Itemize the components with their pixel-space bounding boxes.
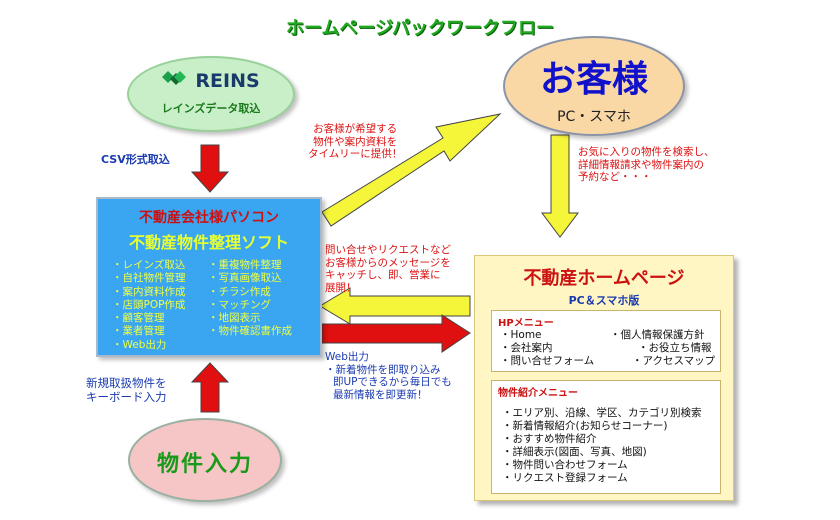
hp-menu-heading: HPメニュー [498,318,554,329]
reins-name: REINS [195,70,260,92]
annotation-line: 問い合せやリクエストなど [325,244,451,256]
annotation-line: 詳細情報請求や物件案内の [578,158,704,171]
feature-item: ・案内資料作成 [112,285,186,298]
homepage-title: 不動産ホームページ [523,268,685,289]
software-features-right: ・重複物件整理 ・写真画像取込 ・チラシ作成 ・マッチング ・地図表示 ・物件確… [208,259,292,339]
hp-menu-item: ・会社案内 [500,342,553,354]
annotation-line: 最新情報を即更新！ [333,388,428,401]
feature-item: ・重複物件整理 [208,259,282,271]
annotation-line: ・新着物件を即取り込み [325,363,441,376]
csv-import-label: CSV形式取込 [101,153,170,166]
provide-annotation: お客様が希望する 物件や案内資料を タイムリーに提供！ [308,123,402,161]
property-menu-item: ・エリア別、沿線、学区、カテゴリ別検索 [502,407,702,419]
customer-node: お客様 PC・スマホ [503,36,685,136]
software-node: 不動産会社様パソコン 不動産物件整理ソフト ・レインズ取込 ・自社物件管理 ・案… [96,197,322,357]
annotation-line: お気に入りの物件を検索し、 [578,146,715,158]
property-menu-item: ・詳細表示(図面、写真、地図) [502,446,647,458]
annotation-line: 物件や案内資料を [313,135,398,148]
property-menu-box: 物件紹介メニュー ・エリア別、沿線、学区、カテゴリ別検索 ・新着情報紹介(お知ら… [491,380,721,494]
reins-node: REINS レインズデータ取込 [127,56,295,132]
arrow-software-to-homepage [321,314,471,353]
property-menu-item: ・リクエスト登録フォーム [502,472,628,484]
software-features-left: ・レインズ取込 ・自社物件管理 ・案内資料作成 ・店頭POP作成 ・顧客管理 ・… [112,259,186,352]
hp-menu-item: ・アクセスマップ [632,355,716,367]
keyboard-annotation: 新規取扱物件を キーボード入力 [86,376,167,404]
feature-item: ・レインズ取込 [112,259,186,271]
annotation-line: タイムリーに提供！ [308,148,403,160]
feature-item: ・地図表示 [208,312,261,325]
feature-item: ・顧客管理 [112,312,165,325]
arrow-reins-to-software [190,144,230,193]
page-title: ホームページパックワークフロー [285,18,555,39]
customer-subtitle: PC・スマホ [557,109,631,125]
homepage-node: 不動産ホームページ PC＆スマホ版 HPメニュー ・Home ・会社案内 ・問い… [474,255,734,501]
annotation-line: Web出力 [325,351,369,363]
annotation-line: お客様が希望する [313,123,398,135]
feature-item: ・業者管理 [112,325,165,338]
annotation-line: 新規取扱物件を [86,376,167,390]
annotation-line: 予約など・・・ [578,171,652,183]
software-title-product: 不動産物件整理ソフト [128,233,289,252]
annotation-line: 展開！ [325,281,357,294]
property-input-label: 物件入力 [156,452,253,477]
homepage-subtitle: PC＆スマホ版 [568,294,640,307]
hp-menu-item: ・問い合せフォーム [500,355,595,367]
reins-logo-icon [162,71,187,91]
property-menu-item: ・おすすめ物件紹介 [502,433,597,445]
feature-item: ・写真画像取込 [208,272,282,285]
web-output-annotation: Web出力 ・新着物件を即取り込み 即UPできるから毎日でも 最新情報を即更新！ [325,351,452,401]
property-input-node: 物件入力 [128,418,282,502]
annotation-line: 即UPできるから毎日でも [333,376,452,388]
feature-item: ・マッチング [208,298,271,311]
reins-subtitle: レインズデータ取込 [161,102,261,115]
hp-menu-item: ・個人情報保護方針 [610,329,705,341]
arrow-software-to-customer [321,113,502,227]
property-menu-heading: 物件紹介メニュー [498,388,578,399]
feature-item: ・チラシ作成 [208,285,271,298]
feature-item: ・Web出力 [112,338,167,351]
property-menu-item: ・物件問い合わせフォーム [502,459,628,471]
feature-item: ・自社物件管理 [112,272,186,285]
hp-menu-item: ・お役立ち情報 [638,342,712,354]
annotation-line: お客様からのメッセージを [325,256,451,269]
feature-item: ・物件確認書作成 [208,325,292,338]
annotation-line: キャッチし、即、営業に [325,269,441,281]
software-title-company: 不動産会社様パソコン [139,210,279,226]
property-menu-item: ・新着情報紹介(お知らせコーナー) [502,420,668,432]
annotation-line: キーボード入力 [86,390,167,404]
arrow-input-to-software [190,362,230,413]
feature-item: ・店頭POP作成 [112,298,186,311]
inquiry-annotation: 問い合せやリクエストなど お客様からのメッセージを キャッチし、即、営業に 展開… [325,244,451,294]
search-annotation: お気に入りの物件を検索し、 詳細情報請求や物件案内の 予約など・・・ [578,146,715,184]
hp-menu-box: HPメニュー ・Home ・会社案内 ・問い合せフォーム ・個人情報保護方針 ・… [491,310,721,372]
customer-name: お客様 [539,59,648,100]
arrow-homepage-to-software [319,287,471,325]
hp-menu-item: ・Home [500,329,542,341]
arrow-customer-to-homepage [541,134,579,238]
